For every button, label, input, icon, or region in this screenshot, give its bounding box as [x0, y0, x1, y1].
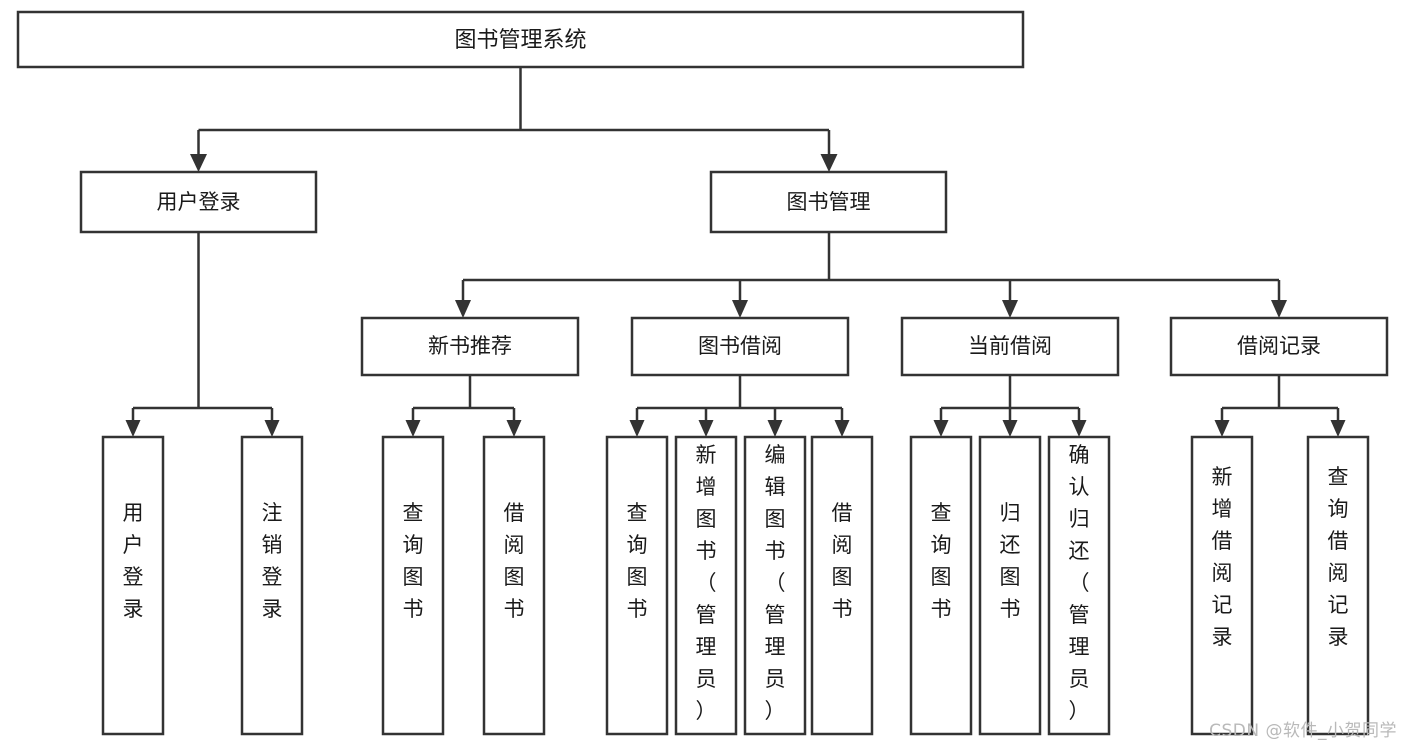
- arrow-head-leaf-2: [264, 420, 280, 437]
- node-leaf-7-label: 编辑图书（管理员）: [765, 443, 786, 723]
- node-login-box[interactable]: [79, 170, 318, 234]
- arrow-head-leaf-10: [1002, 420, 1018, 437]
- node-leaf-2-label: 注销登录: [262, 501, 283, 621]
- node-leaf-12-box[interactable]: [1190, 435, 1254, 736]
- node-leaf-7[interactable]: 编辑图书（管理员）: [743, 435, 807, 736]
- arrow-head-leaf-6: [698, 420, 714, 437]
- arrow-head-newbook: [455, 300, 471, 318]
- node-leaf-7-box[interactable]: [743, 435, 807, 736]
- node-leaf-10-label: 归还图书: [1000, 501, 1021, 621]
- node-leaf-4[interactable]: 借阅图书: [482, 435, 546, 736]
- node-borrowbook-box[interactable]: [630, 316, 850, 377]
- connector-layer: [125, 67, 1346, 437]
- node-record-box[interactable]: [1169, 316, 1389, 377]
- node-record[interactable]: 借阅记录: [1169, 316, 1389, 377]
- node-leaf-2-box[interactable]: [240, 435, 304, 736]
- node-newbook[interactable]: 新书推荐: [360, 316, 580, 377]
- node-leaf-9-label: 查询图书: [931, 501, 952, 621]
- node-leaf-4-box[interactable]: [482, 435, 546, 736]
- node-current[interactable]: 当前借阅: [900, 316, 1120, 377]
- node-leaf-11[interactable]: 确认归还（管理员）: [1047, 435, 1111, 736]
- arrow-head-leaf-13: [1330, 420, 1346, 437]
- node-leaf-8-box[interactable]: [810, 435, 874, 736]
- node-leaf-5-box[interactable]: [605, 435, 669, 736]
- node-login[interactable]: 用户登录: [79, 170, 318, 234]
- node-root[interactable]: 图书管理系统: [16, 10, 1025, 69]
- node-leaf-5[interactable]: 查询图书: [605, 435, 669, 736]
- node-leaf-5-label: 查询图书: [627, 501, 648, 621]
- arrow-head-current: [1002, 300, 1018, 318]
- arrow-head-leaf-3: [405, 420, 421, 437]
- node-leaf-10-box[interactable]: [978, 435, 1042, 736]
- node-root-box[interactable]: [16, 10, 1025, 69]
- arrow-head-leaf-5: [629, 420, 645, 437]
- node-newbook-label: 新书推荐: [428, 334, 512, 358]
- arrow-head-leaf-12: [1214, 420, 1230, 437]
- arrow-head-leaf-1: [125, 420, 141, 437]
- node-leaf-3-label: 查询图书: [403, 501, 424, 621]
- node-leaf-11-box[interactable]: [1047, 435, 1111, 736]
- arrow-head-leaf-8: [834, 420, 850, 437]
- arrow-head-login: [190, 154, 207, 172]
- arrow-head-record: [1271, 300, 1287, 318]
- node-leaf-13-label: 查询借阅记录: [1328, 465, 1349, 649]
- watermark-credit: CSDN @软件_小贺同学: [1209, 721, 1397, 741]
- node-leaf-13[interactable]: 查询借阅记录: [1306, 435, 1370, 736]
- node-leaf-9-box[interactable]: [909, 435, 973, 736]
- arrow-head-borrowbook: [732, 300, 748, 318]
- node-leaf-3-box[interactable]: [381, 435, 445, 736]
- node-leaf-8-label: 借阅图书: [832, 501, 853, 621]
- node-leaf-2[interactable]: 注销登录: [240, 435, 304, 736]
- node-login-label: 用户登录: [157, 190, 241, 214]
- node-leaf-13-box[interactable]: [1306, 435, 1370, 736]
- arrow-head-leaf-4: [506, 420, 522, 437]
- node-bookmgmt-box[interactable]: [709, 170, 948, 234]
- arrow-head-leaf-9: [933, 420, 949, 437]
- node-leaf-6[interactable]: 新增图书（管理员）: [674, 435, 738, 736]
- node-current-box[interactable]: [900, 316, 1120, 377]
- node-current-label: 当前借阅: [968, 334, 1052, 358]
- node-record-label: 借阅记录: [1237, 334, 1321, 358]
- node-leaf-8[interactable]: 借阅图书: [810, 435, 874, 736]
- node-leaf-1-label: 用户登录: [123, 501, 144, 621]
- node-newbook-box[interactable]: [360, 316, 580, 377]
- node-bookmgmt[interactable]: 图书管理: [709, 170, 948, 234]
- node-leaf-4-label: 借阅图书: [504, 501, 525, 621]
- node-leaf-1[interactable]: 用户登录: [101, 435, 165, 736]
- node-leaf-3[interactable]: 查询图书: [381, 435, 445, 736]
- arrow-head-leaf-11: [1071, 420, 1087, 437]
- node-leaf-1-box[interactable]: [101, 435, 165, 736]
- node-leaf-9[interactable]: 查询图书: [909, 435, 973, 736]
- node-leaf-11-label: 确认归还（管理员）: [1069, 443, 1090, 723]
- node-bookmgmt-label: 图书管理: [787, 190, 871, 214]
- node-root-label: 图书管理系统: [454, 28, 586, 53]
- arrow-head-leaf-7: [767, 420, 783, 437]
- node-leaf-12-label: 新增借阅记录: [1212, 465, 1233, 649]
- node-leaf-10[interactable]: 归还图书: [978, 435, 1042, 736]
- node-borrowbook[interactable]: 图书借阅: [630, 316, 850, 377]
- node-leaf-6-label: 新增图书（管理员）: [696, 443, 717, 723]
- arrow-head-bookmgmt: [820, 154, 838, 172]
- node-leaf-12[interactable]: 新增借阅记录: [1190, 435, 1254, 736]
- node-borrowbook-label: 图书借阅: [698, 334, 782, 358]
- node-leaf-6-box[interactable]: [674, 435, 738, 736]
